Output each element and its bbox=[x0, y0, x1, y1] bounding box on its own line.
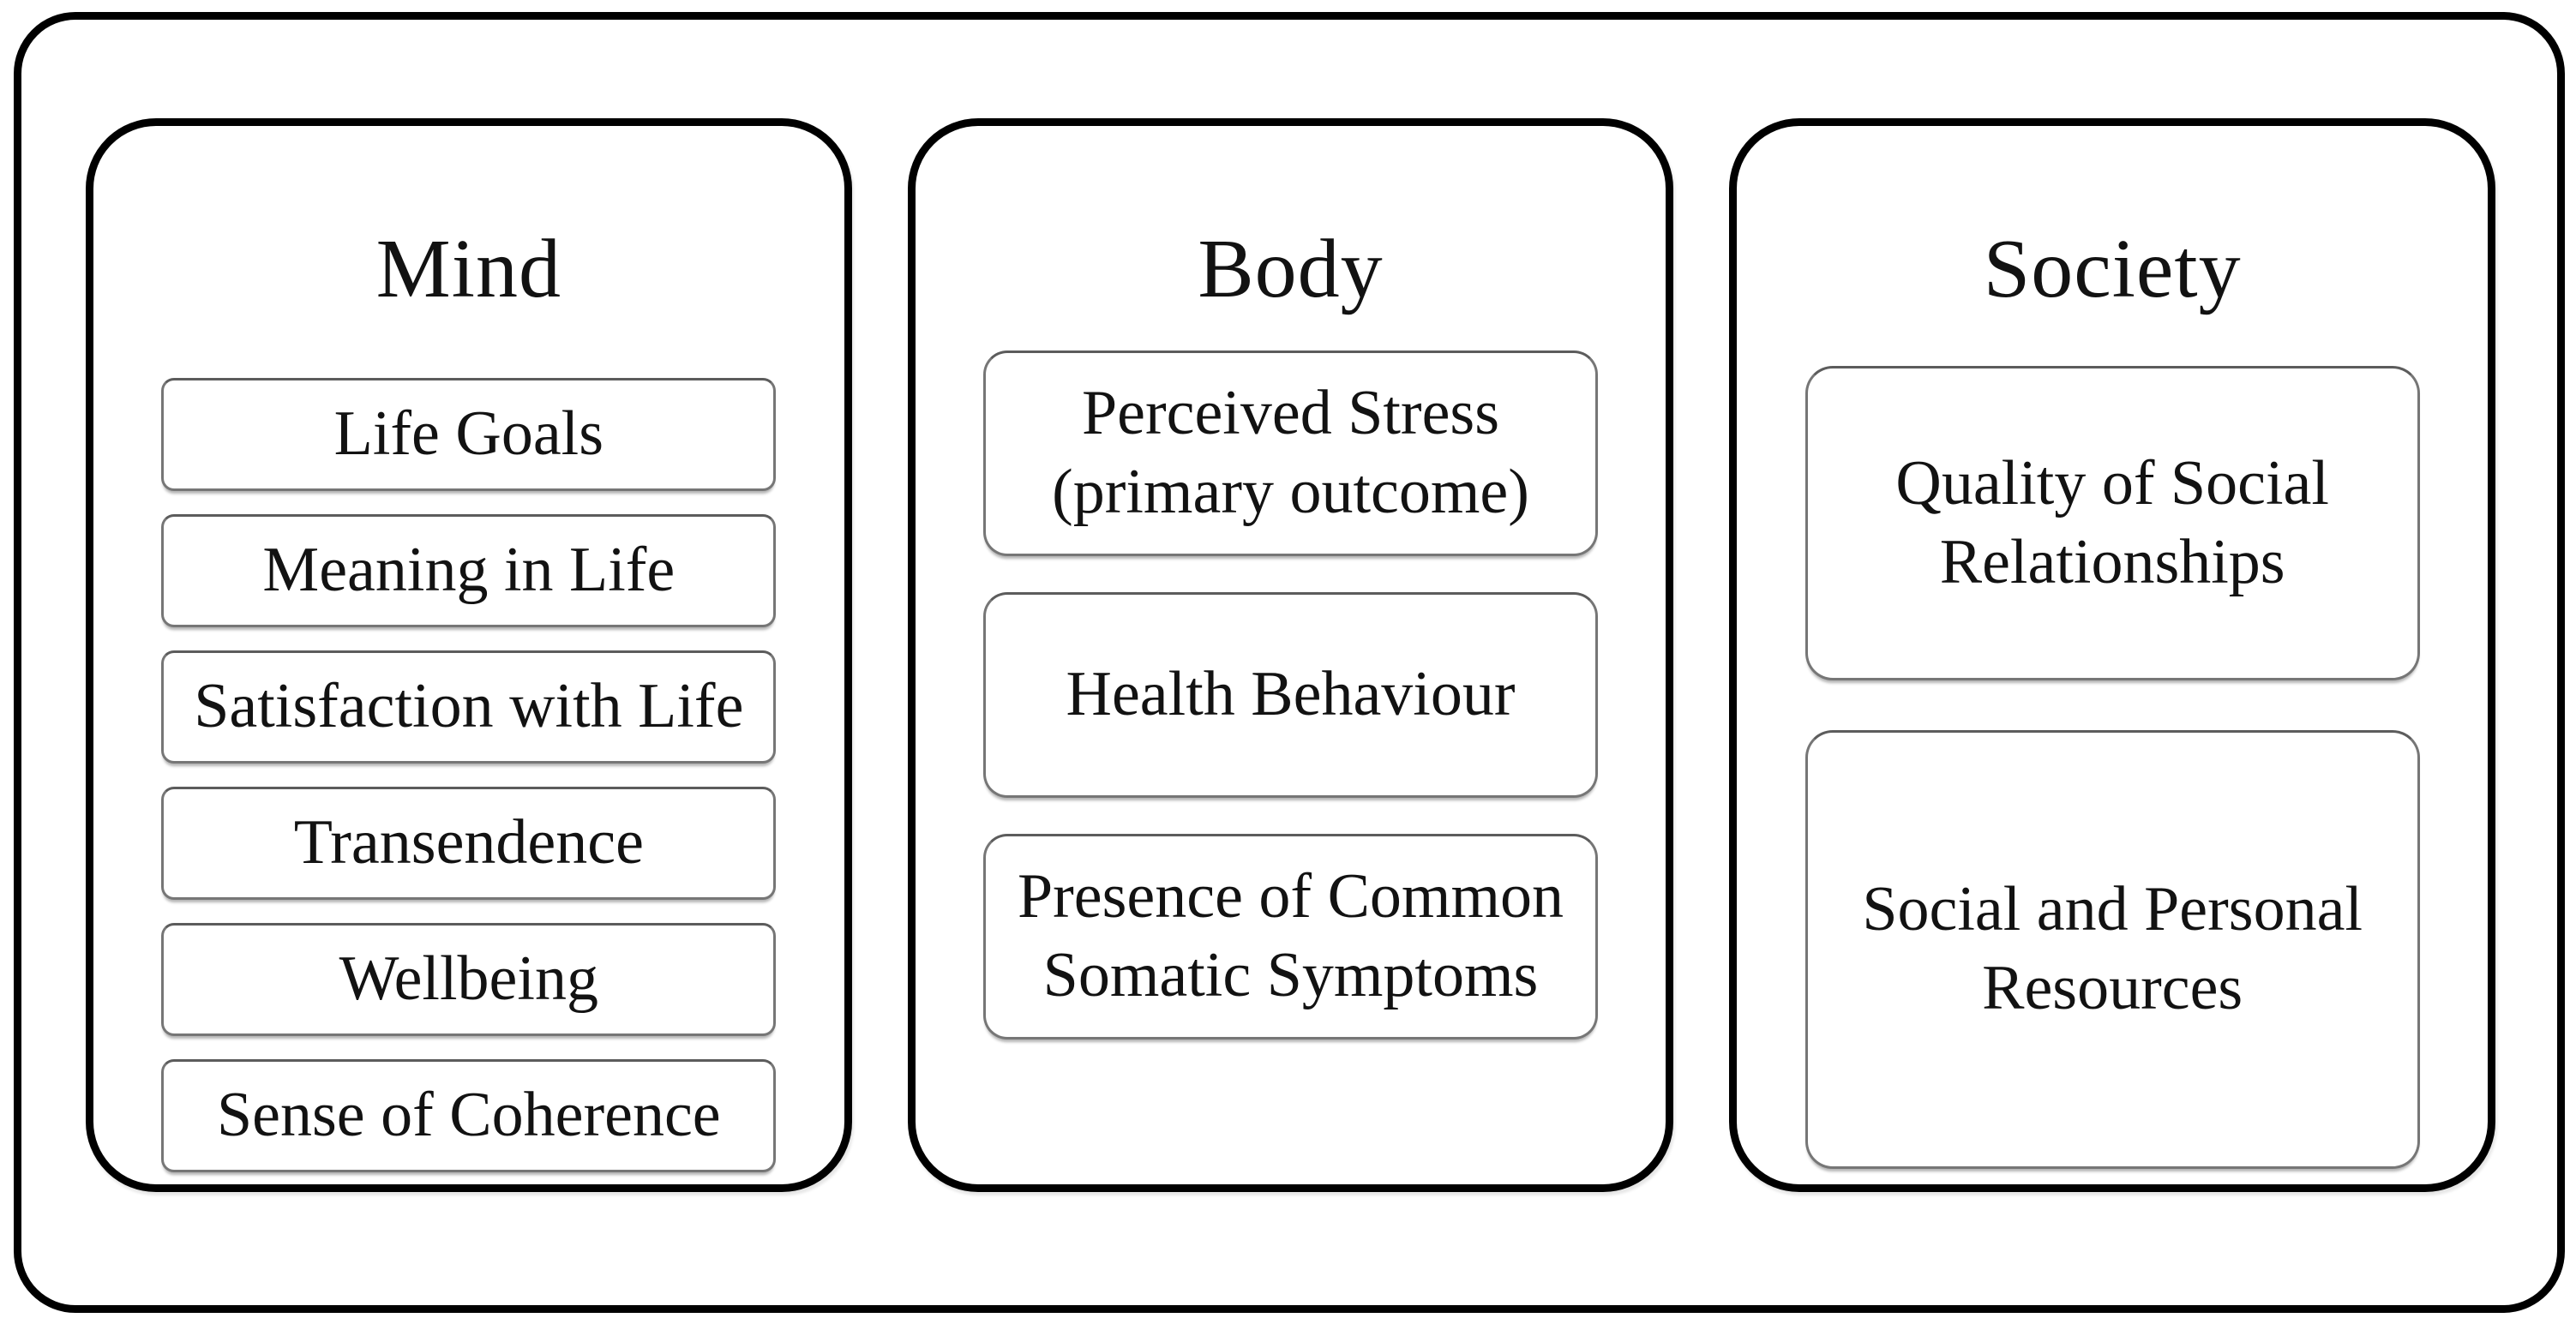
item-label: Quality of Social Relationships bbox=[1895, 447, 2329, 597]
item-label: Social and Personal Resources bbox=[1862, 874, 2363, 1023]
columns-row: Mind Life Goals Meaning in Life Satisfac… bbox=[86, 118, 2496, 1192]
column-body: Body Perceived Stress (primary outcome) … bbox=[907, 118, 1674, 1192]
column-title-mind: Mind bbox=[375, 223, 562, 315]
box-sense-of-coherence: Sense of Coherence bbox=[161, 1059, 777, 1172]
item-label: Satisfaction with Life bbox=[194, 671, 744, 742]
box-satisfaction-with-life: Satisfaction with Life bbox=[161, 650, 777, 764]
column-society: Society Quality of Social Relationships … bbox=[1729, 118, 2496, 1192]
column-title-body: Body bbox=[1198, 223, 1384, 315]
outer-frame: Mind Life Goals Meaning in Life Satisfac… bbox=[14, 12, 2565, 1313]
item-label: Wellbeing bbox=[339, 944, 598, 1015]
box-perceived-stress: Perceived Stress (primary outcome) bbox=[983, 350, 1598, 556]
item-label: Life Goals bbox=[333, 398, 604, 470]
item-label: Presence of Common Somatic Symptoms bbox=[1017, 861, 1564, 1010]
box-wellbeing: Wellbeing bbox=[161, 923, 777, 1036]
box-transendence: Transendence bbox=[161, 787, 777, 900]
box-social-and-personal-resources: Social and Personal Resources bbox=[1804, 730, 2420, 1169]
box-meaning-in-life: Meaning in Life bbox=[161, 514, 777, 627]
item-label: Meaning in Life bbox=[262, 535, 676, 606]
column-society-items: Quality of Social Relationships Social a… bbox=[1737, 366, 2488, 1169]
column-title-society: Society bbox=[1983, 223, 2242, 315]
box-quality-of-social-relationships: Quality of Social Relationships bbox=[1804, 366, 2420, 680]
item-label: Perceived Stress (primary outcome) bbox=[1052, 378, 1529, 527]
box-life-goals: Life Goals bbox=[161, 378, 777, 491]
column-mind-items: Life Goals Meaning in Life Satisfaction … bbox=[93, 378, 844, 1172]
column-mind: Mind Life Goals Meaning in Life Satisfac… bbox=[86, 118, 852, 1192]
box-somatic-symptoms: Presence of Common Somatic Symptoms bbox=[983, 834, 1598, 1039]
item-label: Health Behaviour bbox=[1066, 659, 1516, 730]
column-body-items: Perceived Stress (primary outcome) Healt… bbox=[916, 350, 1666, 1039]
item-label: Transendence bbox=[293, 807, 644, 878]
item-label: Sense of Coherence bbox=[216, 1080, 721, 1151]
box-health-behaviour: Health Behaviour bbox=[983, 592, 1598, 798]
